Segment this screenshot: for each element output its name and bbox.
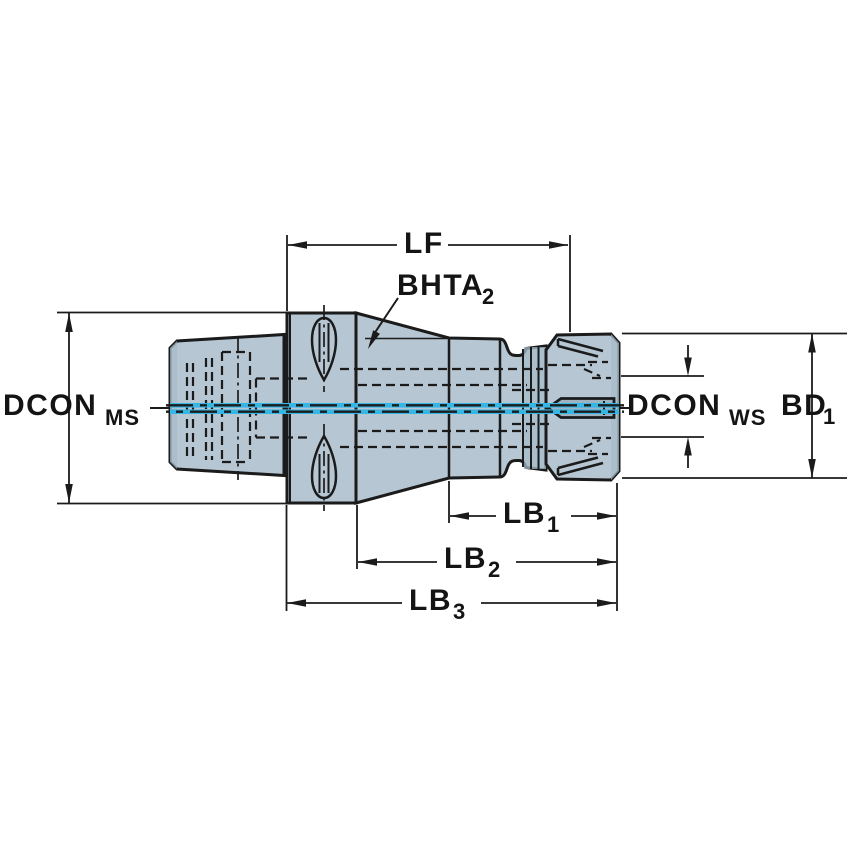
arrowhead-up	[684, 437, 692, 456]
label-lf: LF	[404, 227, 444, 260]
centerline	[150, 403, 629, 414]
label-lb2: LB	[444, 542, 487, 575]
dimension-lb2: LB 2	[356, 505, 616, 582]
dimension-bd1: BD 1	[622, 332, 847, 479]
tool-body	[168, 305, 621, 511]
arrowhead-left	[287, 599, 306, 607]
ring-section-shade	[524, 347, 546, 469]
label-bd: BD	[781, 389, 827, 422]
arrowhead-up	[65, 313, 73, 332]
label-bhta: BHTA	[397, 269, 484, 302]
dimension-lb3: LB 3	[285, 505, 616, 624]
arrowhead-left	[288, 241, 307, 249]
dimension-dcon-ws: DCON WS	[621, 345, 766, 468]
dimension-bhta2: BHTA 2	[365, 269, 495, 349]
label-dcon-ms-sub: MS	[105, 405, 140, 430]
hidden-lines	[185, 336, 611, 480]
arrowhead	[368, 330, 380, 349]
label-lb3: LB	[409, 584, 452, 617]
arrowhead-left	[450, 512, 469, 520]
leader-line	[373, 297, 399, 335]
nut-center-slot	[545, 397, 616, 419]
dimension-lf: LF	[286, 227, 571, 332]
arrowhead-up	[808, 333, 816, 353]
label-dcon-ws: DCON	[627, 389, 721, 422]
label-dcon-ms: DCON	[3, 389, 97, 422]
label-lb1-sub: 1	[547, 512, 560, 537]
arrowhead-right	[597, 558, 616, 566]
label-lb2-sub: 2	[488, 557, 501, 582]
arrowhead-right	[549, 241, 568, 249]
flange-drive-slot-top	[310, 305, 338, 392]
arrowhead-down	[65, 484, 73, 503]
label-bd-sub: 1	[823, 404, 836, 429]
dimension-dcon-ms: DCON MS	[3, 311, 286, 505]
arrowhead-down	[808, 459, 816, 478]
label-dcon-ws-sub: WS	[729, 405, 766, 430]
arrowhead-right	[597, 599, 616, 607]
arrowhead-down	[684, 357, 692, 376]
label-lb1: LB	[503, 497, 546, 530]
coupling-flange	[285, 311, 358, 505]
label-lb3-sub: 3	[453, 599, 466, 624]
body-taper-and-cylinder	[354, 311, 548, 505]
label-bhta-sub: 2	[482, 284, 495, 309]
nut-wrench-slot-top	[556, 337, 604, 358]
nut-wrench-slot-bottom	[556, 456, 604, 477]
arrowhead-left	[358, 558, 377, 566]
dimension-lb1: LB 1	[448, 481, 618, 611]
arrowhead-right	[597, 512, 616, 520]
flange-drive-slot-bottom	[310, 424, 338, 511]
